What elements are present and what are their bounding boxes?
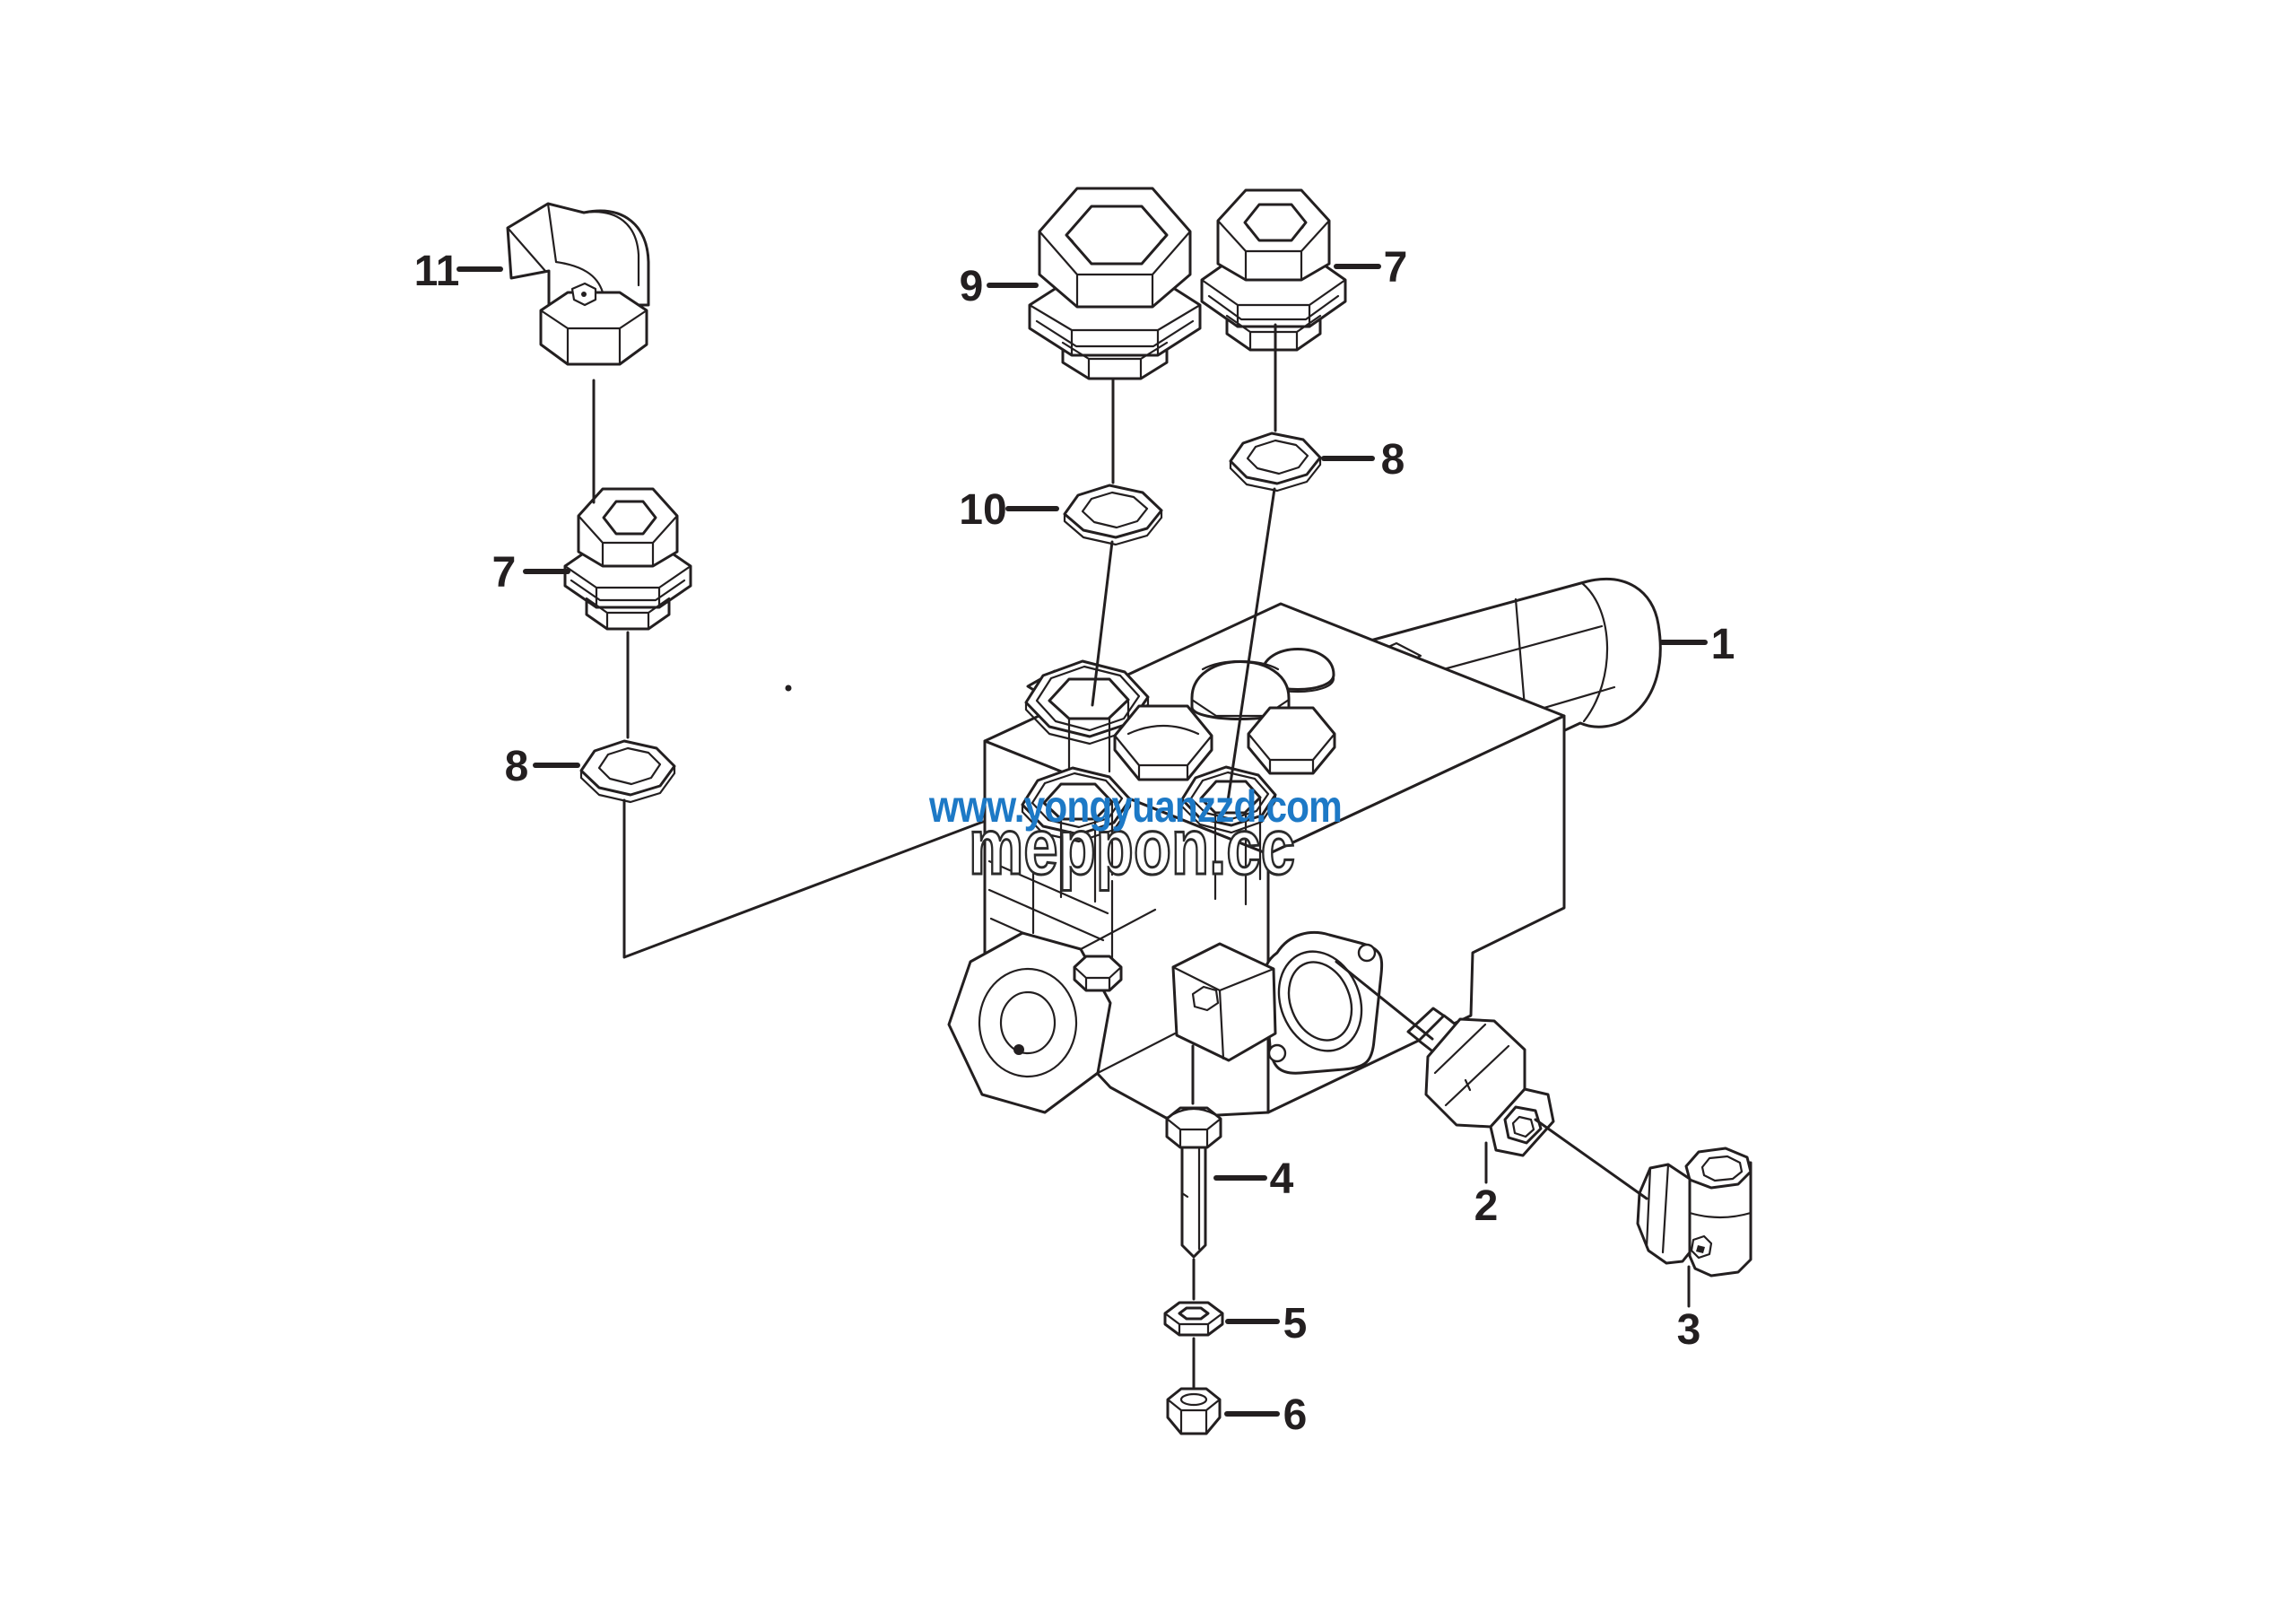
side-flange-port: [1263, 931, 1384, 1075]
leader-2-to-3: [1534, 1118, 1648, 1200]
callout-3: 3: [1677, 1306, 1701, 1354]
leader-valve-to-2: [1335, 960, 1434, 1041]
boss-edges: [1171, 965, 1275, 1060]
part-4-bolt: [1165, 1106, 1222, 1259]
washer-thickness: [579, 764, 676, 804]
part-2-coupling: [1406, 1007, 1555, 1157]
leader-lines: [457, 264, 1708, 1417]
boss-block: [1171, 942, 1277, 1062]
part-8-washer-right: [1229, 432, 1322, 493]
part-6-hex-nut: [1166, 1387, 1222, 1435]
cap-hex-right: [1247, 706, 1336, 775]
leader-8-right-to-port: [1226, 487, 1276, 803]
port-backleft-mid: [1035, 665, 1141, 732]
bolt-detail-lines: [1165, 1107, 1222, 1251]
boss-face-hex: [1191, 985, 1220, 1012]
end-cap-octagon: [947, 931, 1112, 1114]
washer-thickness: [1063, 509, 1163, 546]
callout-9: 9: [960, 263, 984, 310]
part-5-jam-nut: [1163, 1301, 1224, 1337]
port-frontmid-socket-walls: [1213, 798, 1262, 906]
callout-8-right: 8: [1381, 436, 1405, 484]
cap-hex-small-edges: [1113, 724, 1213, 781]
callout-8-left: 8: [505, 743, 529, 790]
end-cap-hex-nub-edges: [1073, 965, 1123, 992]
stray-dot: [785, 685, 792, 692]
part-9-adapter: [1028, 187, 1202, 380]
jamnut-opening: [1178, 1306, 1210, 1321]
adapter-detail-lines: [1028, 230, 1202, 380]
part-7-plug-left: [563, 487, 692, 631]
callout-dashes: [457, 264, 1708, 1417]
watermark-outline-text: meppon.cc: [969, 802, 1295, 891]
callout-6: 6: [1283, 1391, 1308, 1439]
elbow3-brand-mark: [1696, 1245, 1705, 1253]
callout-4: 4: [1270, 1155, 1294, 1203]
washer-inner: [1081, 491, 1149, 529]
part-3-elbow-connector: [1636, 1147, 1752, 1278]
coupling-socket-face: [1503, 1105, 1543, 1145]
callout-10: 10: [959, 486, 1006, 534]
plug-socket-hex: [1243, 203, 1308, 242]
port-frontmid-mid: [1189, 771, 1270, 821]
jamnut-detail-lines: [1163, 1312, 1224, 1337]
callout-11: 11: [414, 248, 460, 295]
nut-opening: [1179, 1392, 1208, 1407]
port-frontleft-mid: [1031, 772, 1124, 829]
plug-detail-lines: [563, 514, 692, 631]
callout-1: 1: [1711, 621, 1735, 668]
callout-7-left: 7: [492, 549, 517, 597]
part-7-plug-right: [1200, 188, 1347, 352]
part-11-elbow-fitting: [506, 202, 650, 366]
nut-detail-lines: [1166, 1398, 1222, 1435]
callout-7-right: 7: [1384, 244, 1408, 292]
bottom-hex-boss: [1171, 942, 1277, 1062]
callout-2: 2: [1474, 1182, 1499, 1230]
washer-inner: [1246, 439, 1309, 475]
end-cap-ring-outer: [978, 967, 1078, 1078]
top-ports: [1021, 648, 1336, 906]
port-frontmid-collar: [1180, 793, 1277, 834]
elbow3-detail-lines: [1645, 1155, 1752, 1254]
plug-socket-hex: [602, 500, 657, 536]
cap-hex-right-edges: [1247, 732, 1336, 775]
port-frontleft-socket-walls: [1059, 802, 1114, 903]
cap-hex-small: [1113, 704, 1213, 781]
valve-assembly: [947, 577, 1662, 1120]
callout-5: 5: [1283, 1300, 1308, 1347]
elbow-detail-lines: [506, 202, 648, 366]
end-cap-ring-inner: [999, 990, 1057, 1055]
elbow3-left-housing: [1636, 1163, 1692, 1265]
watermark-blue-text: www.yongyuanzzd.com: [928, 781, 1342, 832]
elbow-brand-dot: [581, 292, 587, 297]
callouts: 11 7 8 9 10 7 8 1 2 3 4 5 6: [414, 244, 1735, 1439]
flange-oval-inner: [1287, 961, 1353, 1042]
washer-thickness: [1229, 456, 1322, 493]
bolt-shank: [1180, 1146, 1207, 1259]
part-8-washer-left: [579, 739, 676, 804]
plug-detail-lines: [1200, 219, 1347, 352]
leader-8-left-to-valve: [622, 798, 985, 959]
cylinder-detail-lines: [1376, 581, 1616, 755]
end-cap-hole: [1013, 1044, 1024, 1055]
washer-inner: [597, 746, 662, 786]
flange-bolt-hole-bottom: [1267, 1043, 1287, 1063]
flange-bolt-hole-top: [1357, 943, 1377, 963]
spool-end-cap: [947, 931, 1123, 1114]
part-10-washer: [1063, 484, 1163, 546]
coupling-detail-lines: [1433, 1023, 1535, 1138]
flange-oval-outer: [1277, 950, 1363, 1052]
port-frontleft-collar: [1021, 798, 1132, 843]
leader-10-to-port: [1091, 540, 1114, 707]
cap-dome-large: [1190, 660, 1291, 720]
